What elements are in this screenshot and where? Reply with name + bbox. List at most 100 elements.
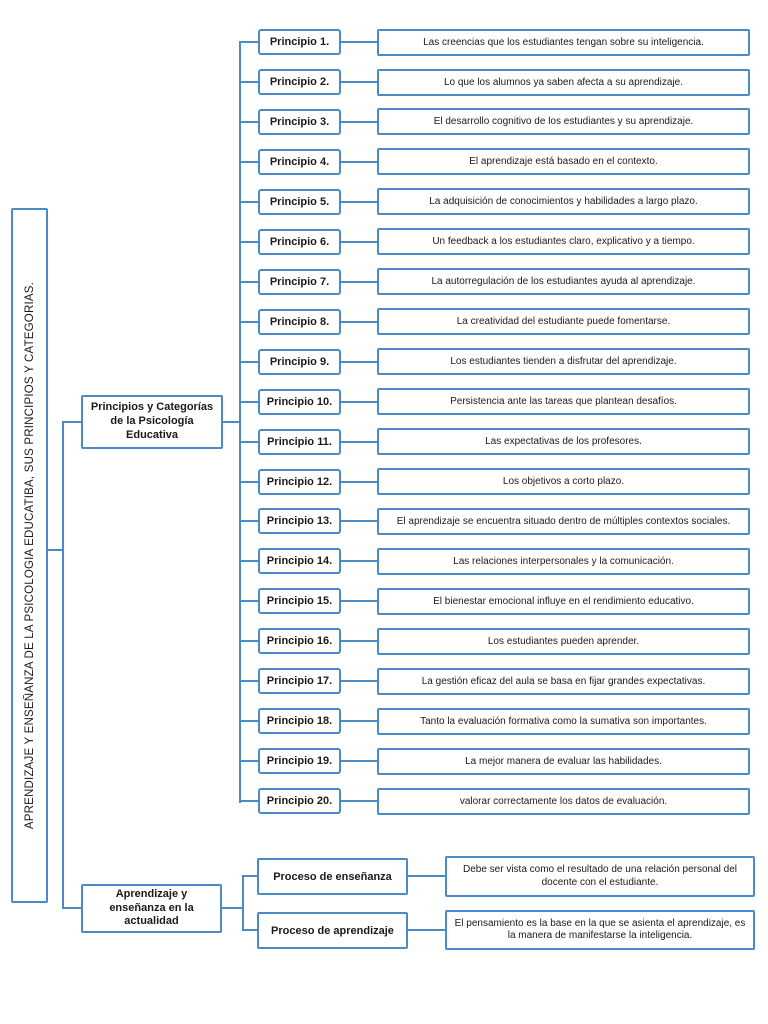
- connector-principios-trunk: [239, 42, 241, 803]
- principio-12-description-box: Los objetivos a corto plazo.: [377, 468, 750, 495]
- principio-19-description-box: La mejor manera de evaluar las habilidad…: [377, 747, 750, 775]
- principio-11-description-box-text: Las expectativas de los profesores.: [485, 436, 642, 447]
- connector-procesos-trunk: [242, 875, 244, 931]
- branch-principios-label: Principios y Categorías de la Psicología…: [90, 401, 214, 441]
- branch-principios-categorias: Principios y Categorías de la Psicología…: [81, 395, 223, 449]
- principio-2-box-text: Principio 2.: [269, 76, 330, 88]
- principio-8-description-box: La creatividad del estudiante puede fome…: [377, 308, 750, 336]
- branch-aprendizaje-actualidad: Aprendizaje y enseñanza en la actualidad: [81, 884, 222, 933]
- connector-principio-18-left: [239, 720, 258, 723]
- connector-principio-11-left: [239, 440, 258, 443]
- principio-4-description-box-text: El aprendizaje está basado en el context…: [469, 156, 658, 168]
- connector-root-trunk: [62, 421, 64, 909]
- proceso-ensenanza-label: Proceso de enseñanza: [273, 870, 392, 883]
- principio-4-box-text: Principio 4.: [269, 155, 330, 168]
- connector-principio-10-left: [239, 400, 258, 403]
- principio-7-box: Principio 7.: [258, 268, 341, 295]
- connector-principio-1-right: [341, 41, 377, 43]
- principio-7-box-text: Principio 7.: [269, 275, 330, 288]
- connector-proceso-aprendizaje-stub: [242, 929, 257, 931]
- principio-15-description-box: El bienestar emocional influye en el ren…: [377, 587, 750, 615]
- branch-actualidad-label: Aprendizaje y enseñanza en la actualidad: [109, 887, 194, 928]
- principio-17-description-box-text: La gestión eficaz del aula se basa en fi…: [421, 675, 706, 687]
- principio-4-box: Principio 4.: [258, 148, 341, 175]
- principio-13-box-text: Principio 13.: [266, 515, 333, 528]
- connector-principio-14-left: [239, 560, 258, 563]
- principio-20-description-box: valorar correctamente los datos de evalu…: [377, 787, 750, 815]
- connector-principio-17-left: [239, 680, 258, 683]
- connector-proceso-ensenanza-stub: [242, 875, 257, 877]
- principio-6-box-text: Principio 6.: [269, 235, 330, 248]
- principio-3-description-box-text: El desarrollo cognitivo de los estudiant…: [433, 116, 694, 128]
- principio-16-box: Principio 16.: [258, 628, 341, 655]
- connector-principio-6-left: [239, 240, 258, 243]
- connector-principio-17-right: [341, 680, 377, 683]
- connector-principio-2-right: [341, 81, 377, 83]
- principio-8-box-text: Principio 8.: [269, 315, 330, 328]
- principio-8-box: Principio 8.: [258, 308, 341, 335]
- connector-principio-5-left: [239, 200, 258, 203]
- principio-20-box: Principio 20.: [258, 788, 341, 815]
- connector-principio-20-right: [341, 800, 377, 803]
- principio-3-box-text: Principio 3.: [269, 115, 330, 128]
- principio-9-box: Principio 9.: [258, 348, 341, 375]
- connector-principio-2-left: [239, 81, 258, 83]
- connector-principio-16-left: [239, 640, 258, 643]
- connector-principio-3-right: [341, 120, 377, 123]
- principio-14-description-box: Las relaciones interpersonales y la comu…: [377, 547, 750, 575]
- connector-root-stub: [47, 549, 63, 551]
- proceso-ensenanza-description-box: Debe ser vista como el resultado de una …: [445, 856, 755, 897]
- connector-branch-actualidad-stub: [222, 907, 243, 909]
- principio-9-box-text: Principio 9.: [269, 355, 330, 368]
- principio-2-box: Principio 2.: [258, 69, 341, 95]
- connector-principio-8-right: [341, 320, 377, 323]
- principio-4-description-box: El aprendizaje está basado en el context…: [377, 148, 750, 176]
- connector-principio-20-left: [239, 800, 258, 803]
- principio-5-box: Principio 5.: [258, 188, 341, 215]
- principio-18-description-box-text: Tanto la evaluación formativa como la su…: [420, 715, 707, 727]
- principio-20-box-text: Principio 20.: [266, 795, 333, 808]
- principio-2-description-box: Lo que los alumnos ya saben afecta a su …: [377, 68, 750, 96]
- connector-principio-13-left: [239, 520, 258, 523]
- proceso-aprendizaje-description: El pensamiento es la base en la que se a…: [454, 917, 746, 942]
- principio-15-box: Principio 15.: [258, 588, 341, 615]
- principio-15-box-text: Principio 15.: [266, 595, 333, 608]
- connector-principio-11-right: [341, 440, 377, 443]
- principio-13-description-box-text: El aprendizaje se encuentra situado dent…: [396, 515, 731, 527]
- connector-to-branch-actualidad: [62, 907, 81, 909]
- principio-3-description-box: El desarrollo cognitivo de los estudiant…: [377, 108, 750, 136]
- principio-6-description-box-text: Un feedback a los estudiantes claro, exp…: [432, 236, 695, 248]
- principio-9-description-box: Los estudiantes tienden a disfrutar del …: [377, 348, 750, 376]
- principio-5-description-box: La adquisición de conocimientos y habili…: [377, 188, 750, 216]
- principio-16-description-box: Los estudiantes pueden aprender.: [377, 627, 750, 655]
- principio-11-box: Principio 11.: [258, 428, 341, 455]
- connector-branch-principios-stub: [223, 421, 240, 423]
- principio-10-description-box-text: Persistencia ante las tareas que plantea…: [450, 396, 677, 408]
- connector-principio-14-right: [341, 560, 377, 563]
- principio-1-box-text: Principio 1.: [269, 36, 330, 48]
- principio-10-box: Principio 10.: [258, 388, 341, 415]
- connector-ensenanza-desc-stub: [408, 875, 445, 877]
- proceso-ensenanza-description: Debe ser vista como el resultado de una …: [462, 864, 738, 888]
- connector-principio-15-right: [341, 600, 377, 603]
- principio-1-box: Principio 1.: [258, 29, 341, 55]
- connector-principio-9-left: [239, 360, 258, 363]
- root-title-box: APRENDIZAJE Y ENSEÑANZA DE LA PSICOLOGIA…: [11, 208, 48, 903]
- proceso-aprendizaje-description-box: El pensamiento es la base en la que se a…: [445, 910, 755, 950]
- connector-principio-6-right: [341, 240, 377, 243]
- connector-principio-19-right: [341, 760, 377, 763]
- principio-1-description-box: Las creencias que los estudiantes tengan…: [377, 28, 750, 56]
- principio-3-box: Principio 3.: [258, 108, 341, 135]
- principio-13-box: Principio 13.: [258, 508, 341, 535]
- principio-12-box: Principio 12.: [258, 468, 341, 495]
- principio-12-box-text: Principio 12.: [266, 475, 333, 488]
- connector-principio-18-right: [341, 720, 377, 723]
- principio-12-description-box-text: Los objetivos a corto plazo.: [502, 476, 625, 487]
- principio-17-box: Principio 17.: [258, 668, 341, 695]
- principio-10-box-text: Principio 10.: [266, 395, 333, 408]
- principio-14-box: Principio 14.: [258, 548, 341, 575]
- connector-principio-19-left: [239, 760, 258, 763]
- connector-aprendizaje-desc-stub: [408, 929, 445, 931]
- principio-17-box-text: Principio 17.: [266, 675, 333, 688]
- principio-18-box-text: Principio 18.: [266, 715, 333, 728]
